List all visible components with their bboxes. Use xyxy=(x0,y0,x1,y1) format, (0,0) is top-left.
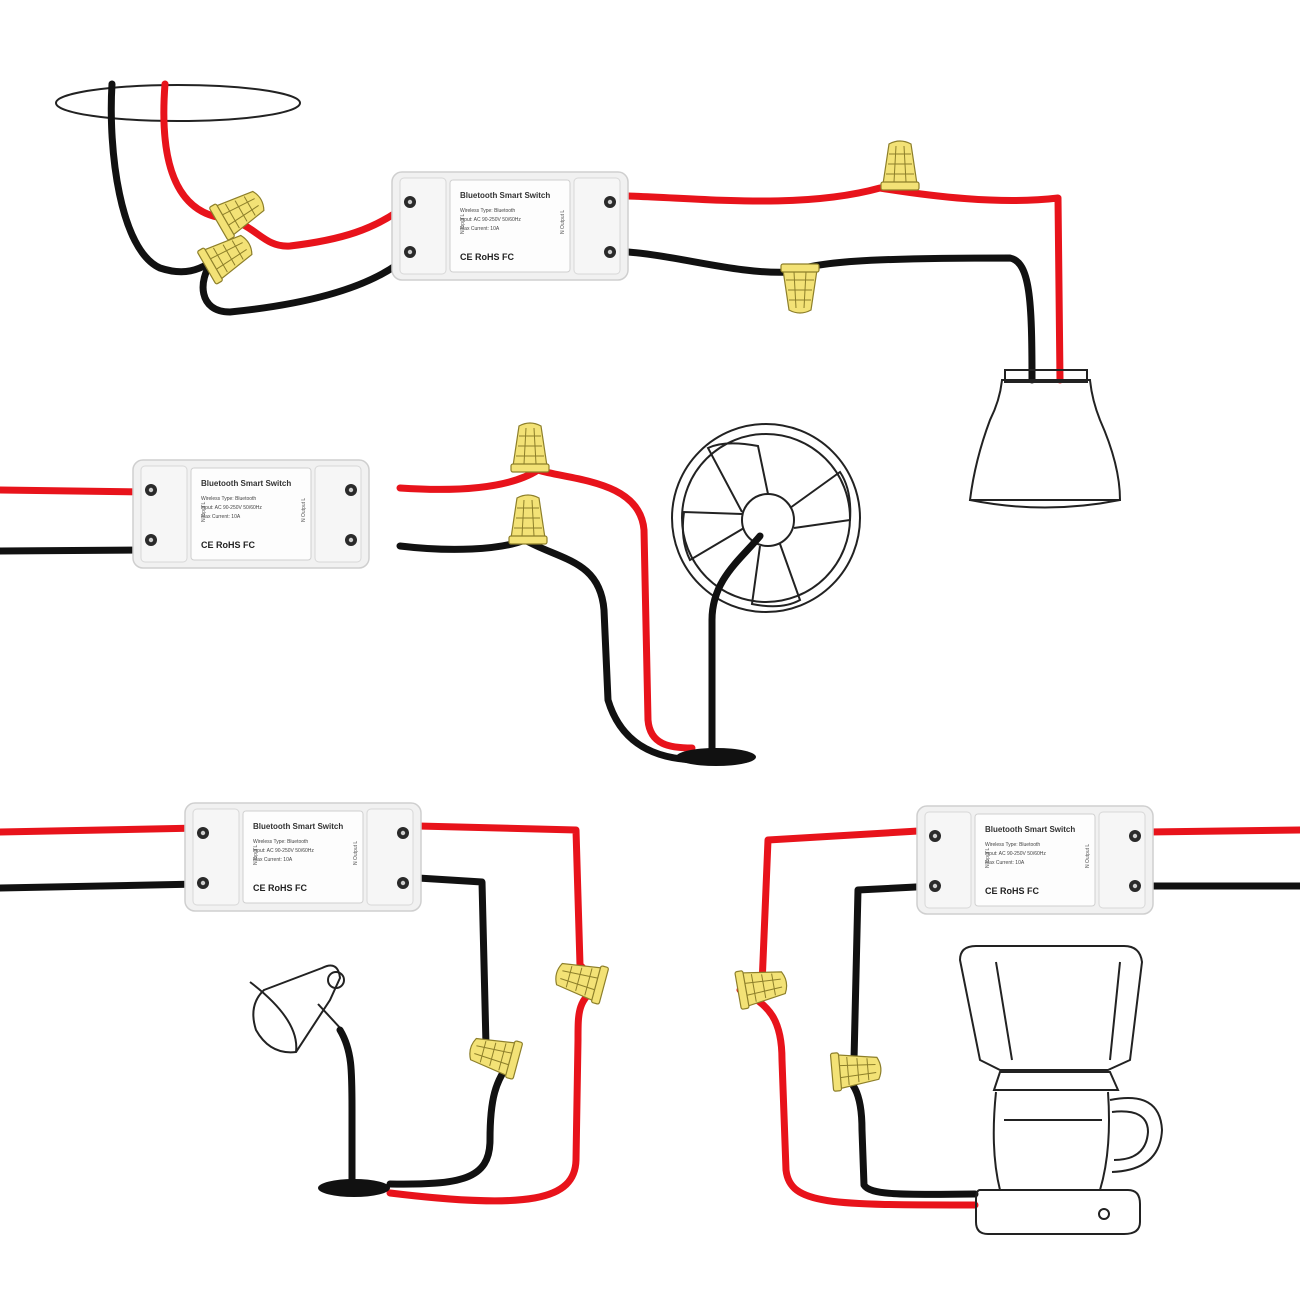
wire-mid-black-in xyxy=(0,546,154,555)
wire-top-black-in xyxy=(107,80,216,276)
wire-nut xyxy=(510,422,550,473)
module-input-rating: Input: AC 90-250V 50/60Hz xyxy=(460,217,521,223)
bluetooth-switch-module: Bluetooth Smart Switch Wireless Type: Bl… xyxy=(391,171,629,281)
ceiling-junction-ring xyxy=(55,84,301,122)
wire-nut xyxy=(780,263,820,314)
wire-bl-black-in xyxy=(0,880,204,892)
module-certifications: CE RoHS FC xyxy=(460,252,515,262)
module-output-label: N Output L xyxy=(301,498,307,522)
module-wireless-type: Wireless Type: Bluetooth xyxy=(460,208,515,214)
module-output-label: N Output L xyxy=(560,210,566,234)
wire-nut xyxy=(508,494,548,545)
module-max-current: Max Current: 10A xyxy=(201,514,241,520)
wire-nut xyxy=(465,1029,524,1080)
module-certifications: CE RoHS FC xyxy=(985,886,1040,896)
coffee-maker xyxy=(958,945,1164,1235)
module-certifications: CE RoHS FC xyxy=(253,883,308,893)
module-title: Bluetooth Smart Switch xyxy=(460,191,550,200)
module-max-current: Max Current: 10A xyxy=(460,226,500,232)
pendant-light-bulb xyxy=(968,369,1122,509)
wire-top-black-in-2 xyxy=(199,252,412,316)
desk-fan xyxy=(671,423,861,766)
wire-top-red-out xyxy=(624,184,1064,384)
module-title: Bluetooth Smart Switch xyxy=(985,825,1075,834)
module-title: Bluetooth Smart Switch xyxy=(201,479,291,488)
wire-br-red-in xyxy=(1144,826,1300,836)
module-input-label: N Input L xyxy=(253,844,259,865)
module-input-rating: Input: AC 90-250V 50/60Hz xyxy=(253,848,314,854)
wire-nut xyxy=(208,182,272,242)
module-input-rating: Input: AC 90-250V 50/60Hz xyxy=(201,505,262,511)
bluetooth-switch-module: Bluetooth Smart Switch Wireless Type: Bl… xyxy=(916,805,1154,915)
bluetooth-switch-module: Bluetooth Smart Switch Wireless Type: Bl… xyxy=(132,459,370,569)
wire-nut xyxy=(880,140,920,191)
wire-bl-black-out xyxy=(386,874,516,1188)
bluetooth-switch-module: Bluetooth Smart Switch Wireless Type: Bl… xyxy=(184,802,422,912)
desk-lamp xyxy=(249,964,390,1197)
wire-top-black-out xyxy=(624,248,1036,384)
module-certifications: CE RoHS FC xyxy=(201,540,256,550)
module-input-label: N Input L xyxy=(460,213,466,234)
wire-top-red-in xyxy=(160,80,412,250)
ceiling-junction-group xyxy=(55,84,301,122)
wire-mid-red-in xyxy=(0,486,154,496)
module-input-label: N Input L xyxy=(985,847,991,868)
module-input-label: N Input L xyxy=(201,501,207,522)
module-wireless-type: Wireless Type: Bluetooth xyxy=(253,839,308,845)
module-output-label: N Output L xyxy=(353,841,359,865)
wire-mid-red-out xyxy=(396,466,696,752)
wire-mid-black-out xyxy=(396,536,704,764)
wire-br-black-out xyxy=(832,882,979,1198)
module-input-rating: Input: AC 90-250V 50/60Hz xyxy=(985,851,1046,857)
module-max-current: Max Current: 10A xyxy=(985,860,1025,866)
wire-bl-red-in xyxy=(0,824,204,836)
module-max-current: Max Current: 10A xyxy=(253,857,293,863)
module-title: Bluetooth Smart Switch xyxy=(253,822,343,831)
module-wireless-type: Wireless Type: Bluetooth xyxy=(985,842,1040,848)
module-wireless-type: Wireless Type: Bluetooth xyxy=(201,496,256,502)
module-output-label: N Output L xyxy=(1085,844,1091,868)
